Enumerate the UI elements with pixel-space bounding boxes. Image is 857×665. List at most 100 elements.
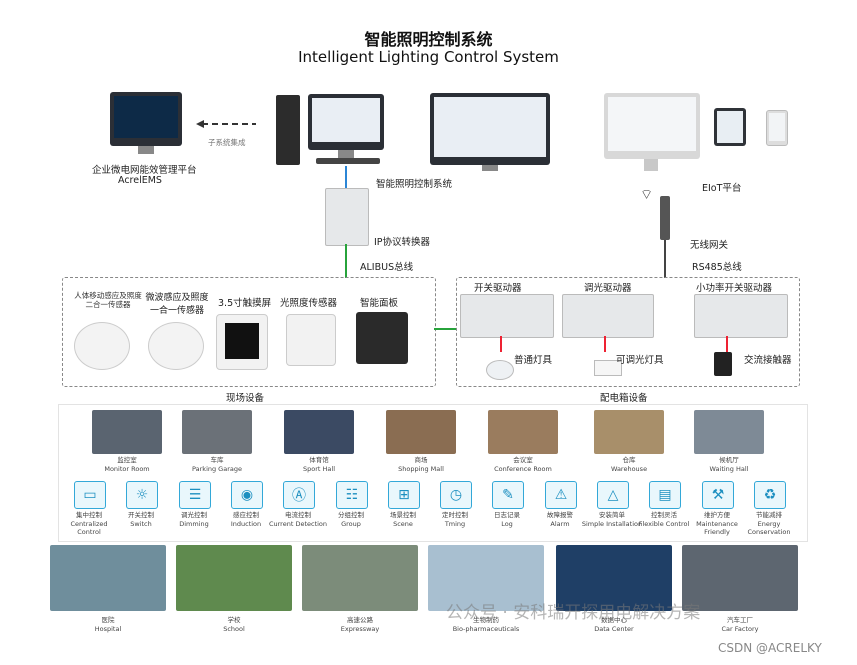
dimmable-lamp [594, 360, 622, 376]
scene-label-cn-2: 体育馆 [309, 456, 329, 464]
function-label-en-9: Alarm [550, 520, 570, 528]
scene-label-cn-1: 车库 [210, 456, 224, 464]
application-label-cn-3: 生物制药 [473, 616, 499, 624]
function-label-cn-10: 安装简单 [599, 511, 625, 519]
list-icon: ☷ [336, 481, 368, 509]
diagram-title-en: Intelligent Lighting Control System [298, 48, 559, 66]
application-label-cn-5: 汽车工厂 [727, 616, 753, 624]
sliders-icon: ☰ [179, 481, 211, 509]
field-item-label-0: 人体移动感应及照度 二合一传感器 [74, 291, 142, 309]
function-label-en-1: Switch [130, 520, 152, 528]
scene-label-cn-5: 仓库 [622, 456, 636, 464]
grid-icon: ⊞ [388, 481, 420, 509]
scene-label-en-5: Warehouse [610, 465, 648, 473]
center-monitor-stand [482, 165, 498, 171]
clock-icon: ◷ [440, 481, 472, 509]
tablet [714, 108, 746, 146]
function-label-en-6: Scene [393, 520, 413, 528]
gateway-label: IP协议转换器 [374, 237, 431, 248]
driver-label-0: 开关驱动器 [474, 283, 522, 294]
cabinet-box [456, 277, 800, 387]
function-label-cn-11: 控制灵活 [651, 511, 677, 519]
function-label-en-13: Energy Conservation [747, 520, 791, 536]
triangle-icon: △ [597, 481, 629, 509]
monitor-icon: ▭ [74, 481, 106, 509]
driver-label-2: 小功率开关驱动器 [696, 283, 773, 294]
lux-sensor [286, 314, 336, 366]
wechat-watermark: 公众号 · 安科瑞开探用电解决方案 [446, 603, 701, 623]
sensor-icon: ◉ [231, 481, 263, 509]
csdn-watermark: CSDN @ACRELKY [718, 641, 822, 655]
application-photo-5 [682, 545, 798, 611]
application-label-en-4: Data Center [594, 625, 634, 633]
function-label-cn-8: 日志记录 [494, 511, 520, 519]
dimming-driver [562, 294, 654, 338]
application-label-cn-4: 数据中心 [601, 616, 627, 624]
scene-photo-6 [694, 410, 764, 454]
scene-label-cn-0: 监控室 [117, 456, 137, 464]
bus-connect-line [434, 328, 456, 330]
function-label-en-0: Centralized Control [70, 520, 108, 536]
function-label-en-5: Group [341, 520, 361, 528]
ilcs-monitor [308, 94, 384, 150]
function-label-cn-12: 维护方便 [704, 511, 730, 519]
field-item-label-4: 智能面板 [360, 298, 399, 309]
ilcs-label: 智能照明控制系统 [376, 179, 453, 190]
application-label-cn-0: 医院 [101, 616, 115, 624]
smart-panel [356, 312, 408, 364]
log-icon: ✎ [492, 481, 524, 509]
function-label-en-8: Log [501, 520, 513, 528]
acrelems-monitor [110, 92, 182, 146]
application-panel [58, 404, 808, 542]
function-label-en-12: Maintenance Friendly [696, 520, 738, 536]
application-label-en-5: Car Factory [721, 625, 759, 633]
function-label-en-11: Flexible Control [638, 520, 690, 528]
wifi-icon: ⌔ [640, 187, 654, 203]
function-label-en-3: Induction [230, 520, 262, 528]
application-label-en-1: School [223, 625, 245, 633]
pc-tower [276, 95, 300, 165]
function-label-en-10: Simple Installation [581, 520, 643, 528]
acrelems-label-cn: 企业微电网能效管理平台 [92, 165, 197, 176]
function-label-cn-7: 定时控制 [442, 511, 468, 519]
field-devices-box [62, 277, 436, 387]
lamp-line-0 [500, 336, 502, 352]
function-label-cn-3: 感应控制 [233, 511, 259, 519]
microwave-sensor [148, 322, 204, 370]
wrench-icon: ⚒ [702, 481, 734, 509]
switch-driver [460, 294, 554, 338]
field-item-label-3: 光照度传感器 [280, 298, 338, 309]
acrelems-label-en: AcrelEMS [118, 175, 162, 186]
scene-label-en-2: Sport Hall [303, 465, 335, 473]
load-label-0: 普通灯具 [514, 355, 553, 366]
application-photo-4 [556, 545, 672, 611]
ammeter-icon: Ⓐ [283, 481, 315, 509]
application-photo-2 [302, 545, 418, 611]
center-monitor [430, 93, 550, 165]
scene-label-en-4: Conference Room [494, 465, 552, 473]
keyboard [316, 158, 380, 164]
integration-arrow [196, 113, 256, 128]
scene-photo-2 [284, 410, 354, 454]
alarm-icon: ⚠ [545, 481, 577, 509]
scene-photo-4 [488, 410, 558, 454]
wireless-label: 无线网关 [690, 240, 729, 251]
eiot-monitor [604, 93, 700, 159]
scene-label-cn-3: 商场 [414, 456, 428, 464]
load-label-1: 可调光灯具 [616, 355, 664, 366]
application-photo-0 [50, 545, 166, 611]
driver-label-1: 调光驱动器 [584, 283, 632, 294]
function-label-cn-0: 集中控制 [76, 511, 102, 519]
function-label-en-2: Dimming [179, 520, 209, 528]
rs485-label: RS485总线 [692, 262, 742, 273]
application-label-en-3: Bio-pharmaceuticals [452, 625, 520, 633]
field-caption: 现场设备 [226, 393, 265, 404]
function-label-cn-5: 分组控制 [338, 511, 364, 519]
eiot-label: EIoT平台 [702, 183, 742, 194]
ip-link-line [345, 166, 347, 188]
function-label-cn-6: 场景控制 [390, 511, 416, 519]
recycle-icon: ♻ [754, 481, 786, 509]
subsystem-label: 子系统集成 [208, 138, 246, 147]
wireless-gateway [660, 196, 670, 240]
application-photo-3 [428, 545, 544, 611]
